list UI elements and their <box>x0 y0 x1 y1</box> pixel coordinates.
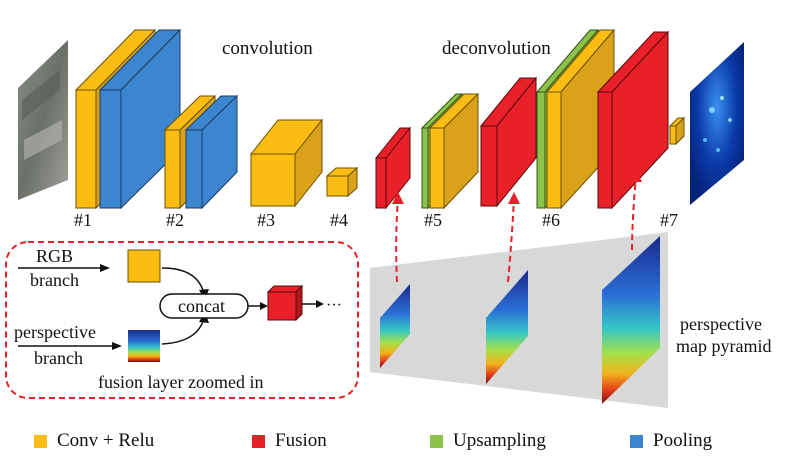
legend-label-conv: Conv + Relu <box>57 430 155 451</box>
output-density-map <box>690 42 744 205</box>
legend-swatch-pooling <box>630 434 643 448</box>
convolution-label: convolution <box>222 38 313 59</box>
fusion-output-cube <box>266 284 304 322</box>
rgb-arrow-head <box>100 264 110 272</box>
fusion-block-3 <box>596 30 670 210</box>
legend-label-fusion: Fusion <box>275 430 327 451</box>
concat-label: concat <box>178 296 225 316</box>
perspective-map-large <box>602 236 660 404</box>
stage-label-6: #6 <box>542 210 560 230</box>
legend-label-upsampling: Upsampling <box>453 430 546 451</box>
ellipsis: ··· <box>326 297 342 314</box>
input-crowd-image <box>18 40 68 200</box>
fusion-dashed-arrows <box>395 175 637 283</box>
perspective-map-medium <box>486 270 528 384</box>
legend-swatch-upsampling <box>430 434 443 448</box>
pool-block-2 <box>184 94 239 210</box>
perspective-arrow-head <box>112 342 122 350</box>
stage-label-7: #7 <box>660 210 678 230</box>
fusion-block-1 <box>374 126 412 210</box>
conv-block-4 <box>325 166 359 198</box>
legend-swatch-conv <box>34 434 47 448</box>
fusion-zoomed-label: fusion layer zoomed in <box>98 372 263 392</box>
legend-swatch-fusion <box>252 434 265 448</box>
legend-item-upsampling: Upsampling <box>430 430 546 452</box>
pyramid-label-line2: map pyramid <box>676 336 771 356</box>
perspective-map-small <box>380 284 410 368</box>
rgb-feature-square <box>127 249 161 283</box>
dashed-arrow-heads <box>392 170 642 204</box>
legend-item-fusion: Fusion <box>252 430 327 452</box>
fusion-out-head <box>316 300 324 308</box>
fusion-block-2 <box>479 76 538 208</box>
legend-item-pooling: Pooling <box>630 430 712 452</box>
stage-label-2: #2 <box>166 210 184 230</box>
conv-block-7 <box>668 116 686 146</box>
legend-label-pooling: Pooling <box>653 430 713 451</box>
stage-label-3: #3 <box>257 210 275 230</box>
perspective-branch-label-line2: branch <box>34 348 83 368</box>
stage-label-1: #1 <box>74 210 92 230</box>
rgb-branch-label-line2: branch <box>30 270 79 290</box>
conv-block-5 <box>428 92 480 210</box>
perspective-feature-square <box>128 330 160 362</box>
stage-label-5: #5 <box>424 210 442 230</box>
legend: Conv + Relu Fusion Upsampling Pooling <box>0 430 796 460</box>
conv-block-3 <box>249 118 324 208</box>
rgb-to-concat-arrow <box>161 267 205 295</box>
fusion-zoom-box <box>5 241 359 399</box>
stage-label-4: #4 <box>330 210 348 230</box>
concat-to-fusion-head <box>260 302 268 310</box>
stage-labels: #1 #2 #3 #4 #5 #6 #7 <box>74 210 678 230</box>
rgb-branch-label-line1: RGB <box>36 246 73 266</box>
pyramid-label-line1: perspective <box>680 314 762 334</box>
perspective-branch-label-line1: perspective <box>14 322 96 342</box>
legend-item-conv: Conv + Relu <box>34 430 154 452</box>
deconvolution-label: deconvolution <box>442 38 551 59</box>
persp-to-concat-arrow <box>161 317 205 345</box>
